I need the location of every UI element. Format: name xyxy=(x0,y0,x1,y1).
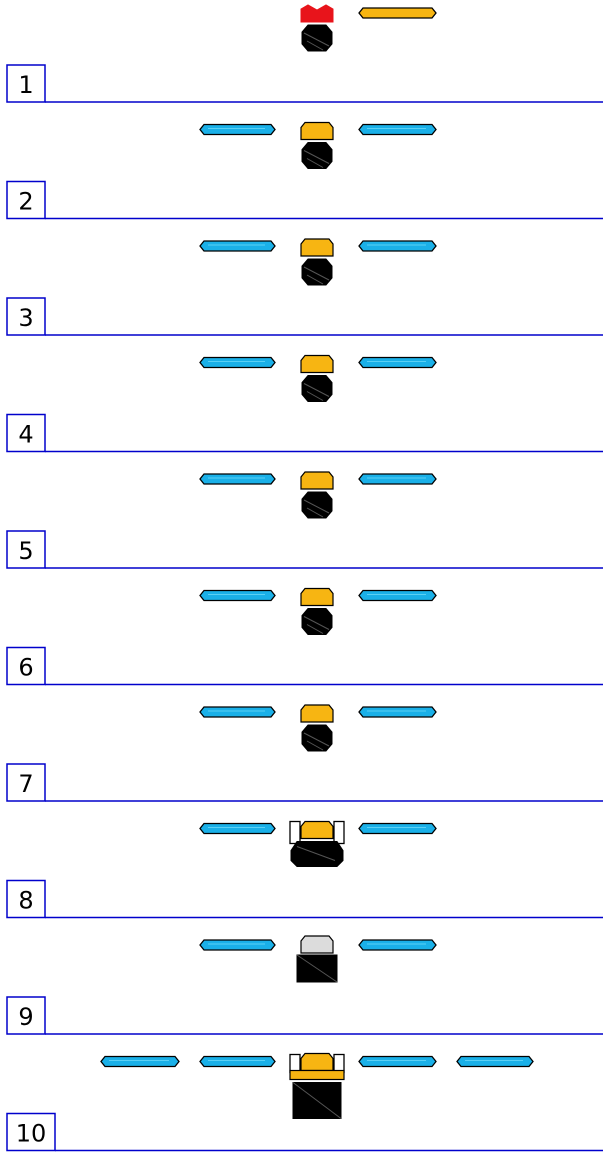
step-2: 2 xyxy=(6,121,603,220)
head-cap xyxy=(300,704,334,723)
step-number: 2 xyxy=(18,188,33,216)
right-outer-bar xyxy=(456,1055,534,1068)
side-bracket xyxy=(333,820,345,845)
red-head-cap xyxy=(300,4,334,23)
step-number: 4 xyxy=(18,421,33,449)
base-facet-line xyxy=(292,1082,342,1119)
step-number-box xyxy=(6,996,46,1035)
dark-base xyxy=(301,24,333,52)
step-number: 3 xyxy=(18,304,33,332)
step-number: 6 xyxy=(18,654,33,682)
right-bar xyxy=(358,706,437,718)
step-9: 9 xyxy=(6,935,603,1035)
step-number: 1 xyxy=(18,71,33,99)
step-number: 5 xyxy=(18,537,33,565)
head-cap xyxy=(300,820,334,840)
left-bar xyxy=(199,706,276,718)
right-bar xyxy=(358,7,437,19)
right-bar xyxy=(358,1055,437,1068)
base-facet-line xyxy=(303,32,330,47)
step-number-box xyxy=(6,1112,56,1152)
base-facet-line xyxy=(303,499,330,514)
base-facet-line xyxy=(303,616,330,630)
head-cap xyxy=(300,354,334,374)
head-cap xyxy=(300,471,334,490)
head-cap xyxy=(300,935,334,954)
right-bar xyxy=(358,473,437,485)
base-facet-line xyxy=(296,954,338,983)
step-3: 3 xyxy=(6,238,603,336)
step-8: 8 xyxy=(6,820,603,919)
left-bar xyxy=(199,589,276,602)
step-7: 7 xyxy=(6,704,603,802)
base-facet-line xyxy=(303,150,330,164)
step-number-box xyxy=(6,180,46,220)
left-bar xyxy=(199,473,276,485)
base-facet-line xyxy=(306,740,324,751)
head-cap xyxy=(300,121,334,141)
left-outer-bar xyxy=(100,1055,180,1068)
right-bar xyxy=(358,939,437,951)
base-facet-line xyxy=(303,383,330,397)
orange-collar xyxy=(289,1069,345,1081)
head-cap xyxy=(300,1052,334,1072)
dark-base xyxy=(301,608,333,635)
step-4: 4 xyxy=(6,354,603,453)
head-cap xyxy=(300,587,334,607)
right-bar xyxy=(358,356,437,369)
step-number-box xyxy=(6,646,46,686)
step-number-box xyxy=(6,879,46,919)
left-bar xyxy=(199,356,276,369)
step-number: 8 xyxy=(18,887,33,915)
base-facet-line xyxy=(306,507,324,518)
step-1: 1 xyxy=(6,4,603,103)
side-bracket xyxy=(289,1053,301,1074)
right-bar xyxy=(358,240,437,252)
step-6: 6 xyxy=(6,587,603,686)
step-5: 5 xyxy=(6,471,603,569)
step-10: 10 xyxy=(6,1052,603,1152)
base-facet-line xyxy=(306,274,324,285)
left-bar xyxy=(199,939,276,951)
side-bracket xyxy=(289,820,301,845)
base-facet-line xyxy=(306,158,324,168)
left-bar xyxy=(199,822,276,835)
left-bar xyxy=(199,240,276,252)
dark-base xyxy=(301,724,333,752)
side-bracket xyxy=(333,1053,345,1074)
dark-base xyxy=(301,142,333,169)
base-facet-line xyxy=(303,732,330,747)
step-number-box xyxy=(6,64,46,103)
base-facet-line xyxy=(296,846,336,861)
right-bar xyxy=(358,123,437,136)
step-number: 7 xyxy=(18,770,33,798)
step-number: 9 xyxy=(18,1003,33,1031)
base-facet-line xyxy=(306,40,324,51)
dark-base xyxy=(301,375,333,402)
head-cap xyxy=(300,238,334,257)
step-number-box xyxy=(6,530,46,569)
right-bar xyxy=(358,589,437,602)
left-bar xyxy=(199,123,276,136)
base-facet-line xyxy=(306,624,324,634)
step-number-box xyxy=(6,413,46,453)
step-number: 10 xyxy=(16,1120,47,1148)
step-number-box xyxy=(6,763,46,802)
step-number-box xyxy=(6,297,46,336)
dark-base xyxy=(301,258,333,286)
left-bar xyxy=(199,1055,276,1068)
base-facet-line xyxy=(306,391,324,401)
base-facet-line xyxy=(303,266,330,281)
dark-base xyxy=(301,491,333,519)
right-bar xyxy=(358,822,437,835)
